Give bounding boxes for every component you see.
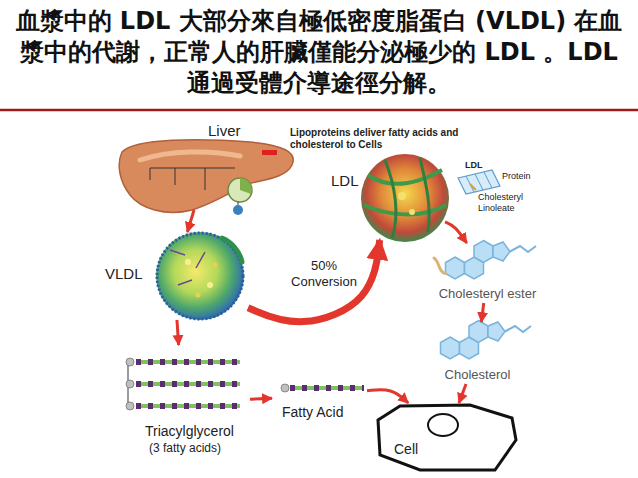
ldl-sphere bbox=[361, 154, 449, 242]
cell-outline bbox=[378, 405, 516, 470]
heading-note: Lipoproteins deliver fatty acids and cho… bbox=[290, 127, 505, 151]
ring bbox=[446, 257, 465, 279]
gallbladder-part bbox=[240, 178, 252, 194]
chain-purple bbox=[136, 403, 240, 409]
apolipoprotein bbox=[222, 238, 242, 262]
chain-head bbox=[126, 402, 134, 410]
lipoprotein-node: VLDL bbox=[100, 232, 248, 320]
flow-arrow bbox=[445, 222, 467, 243]
flow-arrow bbox=[367, 390, 408, 403]
liver-highlight bbox=[140, 152, 240, 160]
lipid-dot bbox=[213, 263, 218, 268]
title-rule bbox=[0, 109, 638, 112]
lipoprotein-node: LDL bbox=[325, 155, 445, 240]
inset-stripe bbox=[466, 172, 492, 192]
duct-symbol bbox=[233, 205, 243, 215]
lipid-dot bbox=[409, 209, 415, 215]
node-label: Cell bbox=[394, 441, 418, 458]
molecule-node: Triacylglycerol(3 fatty acids) bbox=[115, 345, 250, 460]
molecule-node: Cholesteryl ester bbox=[430, 243, 545, 303]
organ-node: Liver bbox=[118, 118, 298, 210]
cholesteryl-ester-molecule bbox=[446, 241, 511, 280]
diagram-title: 血漿中的 LDL 大部分來自極低密度脂蛋白 (VLDL) 在血漿中的代謝，正常人… bbox=[6, 6, 632, 99]
ester-tail bbox=[434, 258, 446, 274]
chain-head bbox=[281, 384, 289, 392]
chain-green bbox=[136, 404, 240, 408]
ring bbox=[441, 337, 460, 359]
flow-arrow bbox=[187, 210, 194, 232]
node-label: Liver bbox=[208, 122, 241, 140]
chain-purple bbox=[136, 359, 240, 365]
vldl-sphere bbox=[156, 232, 244, 320]
gallbladder bbox=[228, 178, 252, 202]
chain-green bbox=[136, 382, 240, 386]
chain-purple bbox=[136, 381, 240, 387]
chain-green bbox=[136, 360, 240, 364]
protein-strand bbox=[420, 158, 429, 232]
red-marker bbox=[262, 150, 277, 155]
protein-strand bbox=[364, 205, 446, 214]
protein-strand bbox=[368, 170, 442, 184]
molecule-node: Cholesterol bbox=[430, 322, 525, 384]
flow-arrow bbox=[481, 303, 483, 322]
inset-label: LDL bbox=[465, 160, 495, 171]
chain-purple bbox=[290, 385, 364, 391]
node-label: Fatty Acid bbox=[282, 404, 343, 421]
chain-head bbox=[126, 358, 134, 366]
liver-shape bbox=[119, 140, 293, 213]
lipid-chain bbox=[170, 250, 205, 285]
ring bbox=[493, 242, 510, 261]
node-label: VLDL bbox=[105, 265, 143, 283]
ring bbox=[474, 241, 493, 263]
node-label: Cholesterol bbox=[445, 367, 511, 383]
lipid-dot bbox=[398, 192, 406, 200]
side-chain bbox=[510, 246, 536, 252]
lipid-dot bbox=[207, 282, 213, 288]
fatty-acid-chains bbox=[126, 358, 240, 410]
cholesterol-molecule bbox=[441, 321, 506, 360]
inset-label: Cholesteryl Linoleate bbox=[478, 192, 540, 214]
lipid-dot bbox=[196, 293, 201, 298]
edge-label: 50% Conversion bbox=[284, 258, 364, 290]
node-label: Triacylglycerol bbox=[145, 423, 234, 440]
inset-label: Protein bbox=[502, 171, 547, 182]
cell-node: Cell bbox=[372, 403, 520, 473]
inset-ester bbox=[470, 184, 476, 190]
cell-nucleus bbox=[428, 414, 458, 436]
side-chain bbox=[505, 326, 531, 332]
flow-arrow bbox=[459, 384, 466, 403]
flow-arrow bbox=[248, 240, 380, 322]
flow-arrow bbox=[250, 398, 272, 399]
ring bbox=[488, 322, 505, 341]
duct-line bbox=[238, 202, 239, 205]
ldl-inset bbox=[458, 170, 500, 194]
chain-green bbox=[290, 386, 364, 390]
protein-strand bbox=[385, 160, 396, 238]
node-label: Cholesteryl ester bbox=[439, 286, 537, 302]
node-label: (3 fatty acids) bbox=[149, 441, 221, 456]
molecule-node: Fatty Acid bbox=[272, 370, 367, 422]
chain-head bbox=[126, 380, 134, 388]
ring bbox=[469, 321, 488, 343]
phospholipid-layer bbox=[157, 233, 243, 319]
lipid-dot bbox=[185, 259, 191, 265]
flow-arrow bbox=[177, 320, 179, 345]
node-label: LDL bbox=[331, 172, 359, 190]
bile-duct bbox=[150, 168, 235, 190]
